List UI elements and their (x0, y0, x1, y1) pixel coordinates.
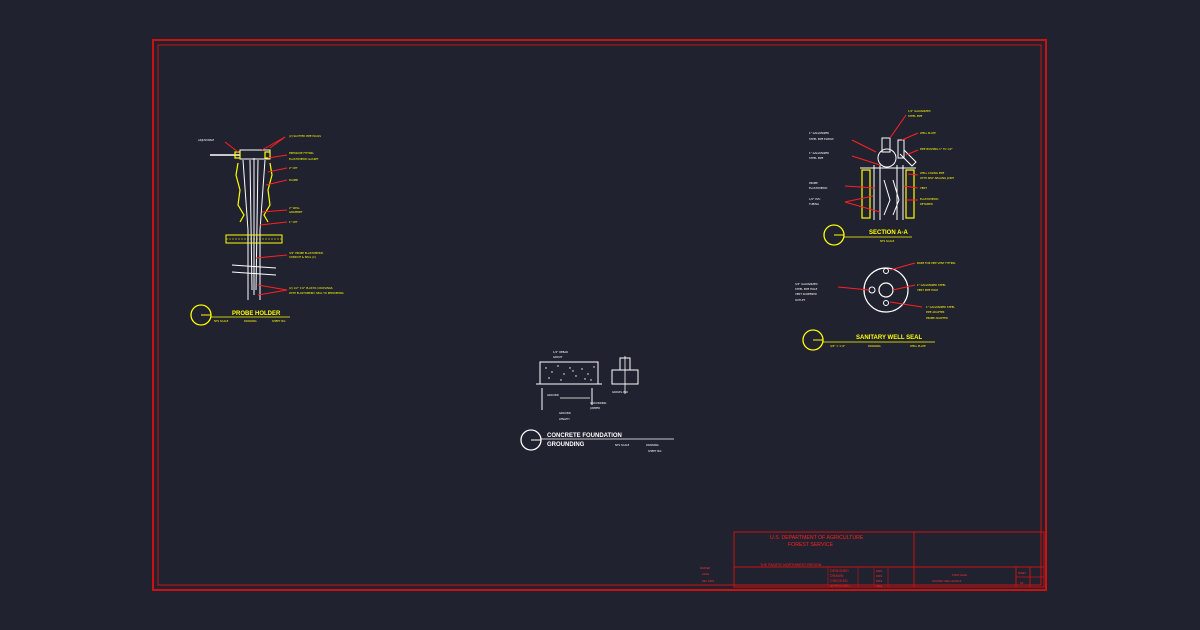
probe-holder-sheet: SHEET NO. (272, 319, 286, 323)
foundation-label-1: GROUT (553, 355, 563, 359)
foundation-drawing: DRAWING (646, 443, 659, 447)
foundation-sheet: SHEET NO. (648, 449, 662, 453)
section-aa-scale: NTS SCALE (880, 239, 895, 243)
seal-left-label-3: OUTLET (795, 298, 806, 302)
sanitary-seal-plate: WELL PLATE (910, 344, 926, 348)
foundation-label-4: JUMPER (589, 406, 600, 410)
probe-label-4: 2" CPT (289, 166, 298, 170)
probe-label-8: 1" CPT (289, 220, 298, 224)
probe-label-3: ELASTOMERIC GASKET (289, 157, 319, 161)
foundation-label-7: LENGTH (559, 417, 570, 421)
foundation-label-0: 1/2" REBAR (553, 350, 568, 354)
tb-of-label: OF (1020, 582, 1024, 585)
foundation-label-6: GROUND (559, 411, 571, 415)
tb-note-0: MARKER (700, 567, 711, 570)
tb-date-2: DATE (876, 575, 883, 578)
sanitary-seal-scale: 3/4" = 1'-0" (830, 344, 845, 348)
probe-label-5: PLUMB (289, 178, 298, 182)
section-right-label-5: WITH SELF-SEALING JOINT (920, 176, 954, 180)
tb-date-1: DATE (876, 570, 883, 573)
tb-row-approved: APPROVED (830, 584, 850, 588)
section-right-label-6: VENT (920, 186, 927, 190)
probe-holder-drawing: DRAWING (244, 319, 257, 323)
concrete-foundation-detail: 1/2" REBAR GROUT GRAVEL PAD GROUNDING JU… (520, 350, 674, 453)
section-aa-title: SECTION A-A (869, 230, 908, 236)
probe-label-2: PRESSURE FITTING (289, 151, 314, 155)
section-left-label-0: 1" GALVANIZED (809, 131, 829, 135)
probe-label-0: ADJUSTABLE (198, 138, 214, 142)
probe-label-7: GROMMET (289, 210, 303, 214)
foundation-label-2: GRAVEL PAD (612, 390, 628, 394)
sheet-border (152, 39, 1047, 591)
tb-sheet-label: SHEET (1018, 572, 1027, 575)
section-right-label-2: WELL PLATE (920, 131, 936, 135)
region-text: THE PACIFIC NORTHWEST REGION (760, 563, 822, 567)
section-right-label-7: ELASTOMERIC (920, 197, 939, 201)
probe-label-1: (2) SLOTTED PIPE PLUGS (289, 134, 321, 138)
section-right-label-0: 1/2" GALVANIZED (908, 109, 931, 113)
seal-right-label-3: 1" GALVANIZED STEEL (926, 305, 955, 309)
probe-holder-scale: NTS SCALE (214, 319, 229, 323)
tb-row-checked: CHECKED (830, 579, 848, 583)
project-line1: STAFF GAGE (952, 574, 967, 577)
probe-label-12: WITH ELASTOMERIC SEAL TO REDRIPPING (289, 291, 344, 295)
seal-right-label-2: VENT PIPE HOLE (917, 288, 939, 292)
sanitary-seal-drawing: DRAWING (868, 344, 881, 348)
section-right-label-3: PIPE BUSHING 1" TO 1/2" (920, 147, 953, 151)
title-block: U.S. DEPARTMENT OF AGRICULTURE FOREST SE… (700, 531, 1045, 588)
section-right-label-8: RETAINER (920, 202, 933, 206)
foundation-title-line1: CONCRETE FOUNDATION (547, 433, 622, 439)
foundation-label-3: GROUNDING (590, 401, 606, 405)
section-left-label-5: ELASTOMERIC (809, 186, 828, 190)
sanitary-seal-title: SANITARY WELL SEAL (856, 335, 922, 341)
foundation-scale: NTS SCALE (615, 443, 630, 447)
agency-line1: U.S. DEPARTMENT OF AGRICULTURE (770, 535, 864, 541)
seal-right-label-0: BORE FOR PIPE VENT FITTING (917, 261, 955, 265)
foundation-title-line2: GROUNDING (547, 442, 585, 448)
probe-holder-title: PROBE HOLDER (232, 311, 281, 317)
tb-date-3: DATE (876, 580, 883, 583)
section-right-label-4: WELL CASING PIPE (920, 171, 945, 175)
tb-note-1: GAGE (702, 573, 709, 576)
section-aa-detail: 1" GALVANIZED STEEL PIPE ELBOW 1" GALVAN… (809, 109, 954, 246)
seal-right-label-5: PROBE ADAPTER (926, 316, 948, 320)
tb-row-drawn: DRAWN (830, 574, 844, 578)
seal-right-label-4: PIPE ADAPTER (926, 310, 945, 314)
tb-date-4: DATE (876, 585, 883, 588)
tb-note-2: REV. DATE (702, 580, 715, 583)
foundation-label-5: GROUND (547, 393, 559, 397)
seal-left-label-0: 3/4" GALVANIZED (795, 282, 818, 286)
probe-label-9: 3/4" PROBE ELASTOMERIC (289, 251, 323, 255)
seal-left-label-2: VENT SCREENED (795, 292, 817, 296)
section-left-label-2: 1" GALVANIZED (809, 151, 829, 155)
agency-line2: FOREST SERVICE (788, 542, 834, 548)
seal-right-label-1: 1" GALVANIZED STEEL (917, 283, 946, 287)
probe-label-10: CONDUIT & SEAL (2) (289, 255, 316, 259)
section-left-label-3: STEEL PIPE (809, 156, 824, 160)
tb-row-designed: DESIGNED (830, 569, 849, 573)
section-left-label-4: PROBE (809, 181, 818, 185)
section-right-label-1: STEEL PIPE (908, 114, 923, 118)
probe-label-11: (2) 1/2" X 6" PLASTIC COUPLINGS (289, 286, 333, 290)
project-line2: SANITARY WELL DETAILS (932, 580, 962, 583)
seal-left-label-1: STEEL PIPE HOLE (795, 287, 818, 291)
section-left-label-6: 1/2" PVC (809, 197, 821, 201)
sanitary-well-seal-detail: 3/4" GALVANIZED STEEL PIPE HOLE VENT SCR… (795, 261, 955, 351)
probe-holder-detail: ADJUSTABLE (2) SLOTTED PIPE PLUGS PRESSU… (190, 134, 344, 326)
section-left-label-7: TUBING (809, 202, 819, 206)
section-left-label-1: STEEL PIPE ELBOW (809, 137, 834, 141)
probe-label-6: 2" WELL (289, 206, 300, 210)
